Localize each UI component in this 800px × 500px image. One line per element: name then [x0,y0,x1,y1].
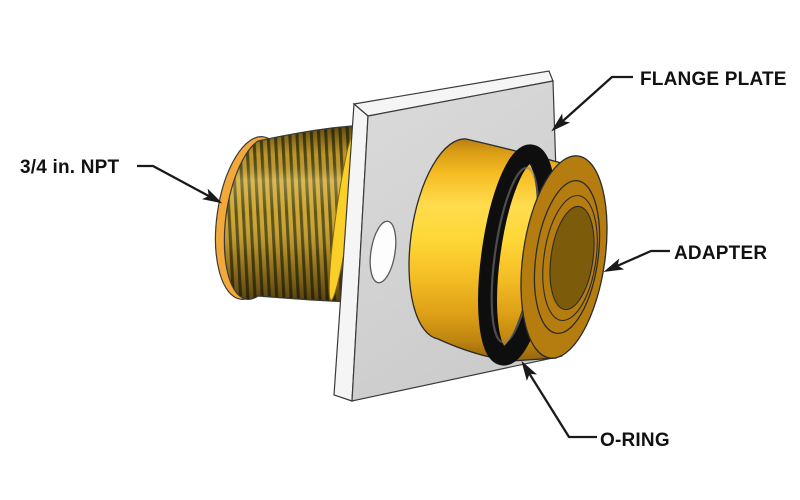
leader-npt [137,164,223,204]
adapter-front-ring [533,179,601,335]
label-o-ring: O-RING [600,430,670,451]
label-flange-plate: FLANGE PLATE [640,69,787,90]
threaded-pipe [214,125,358,303]
leader-adapter [603,249,670,273]
label-npt: 3/4 in. NPT [20,157,120,178]
label-adapter: ADAPTER [674,243,767,264]
mounting-hole [369,220,397,284]
leader-o-ring [521,360,597,439]
callouts: 3/4 in. NPT FLANGE PLATE ADAPTER O-RING [20,69,787,451]
adapter [408,138,608,366]
adapter-bore-chamfer [542,194,598,322]
pipe-threads-shading [223,125,353,303]
leader-flange-plate [551,75,633,132]
